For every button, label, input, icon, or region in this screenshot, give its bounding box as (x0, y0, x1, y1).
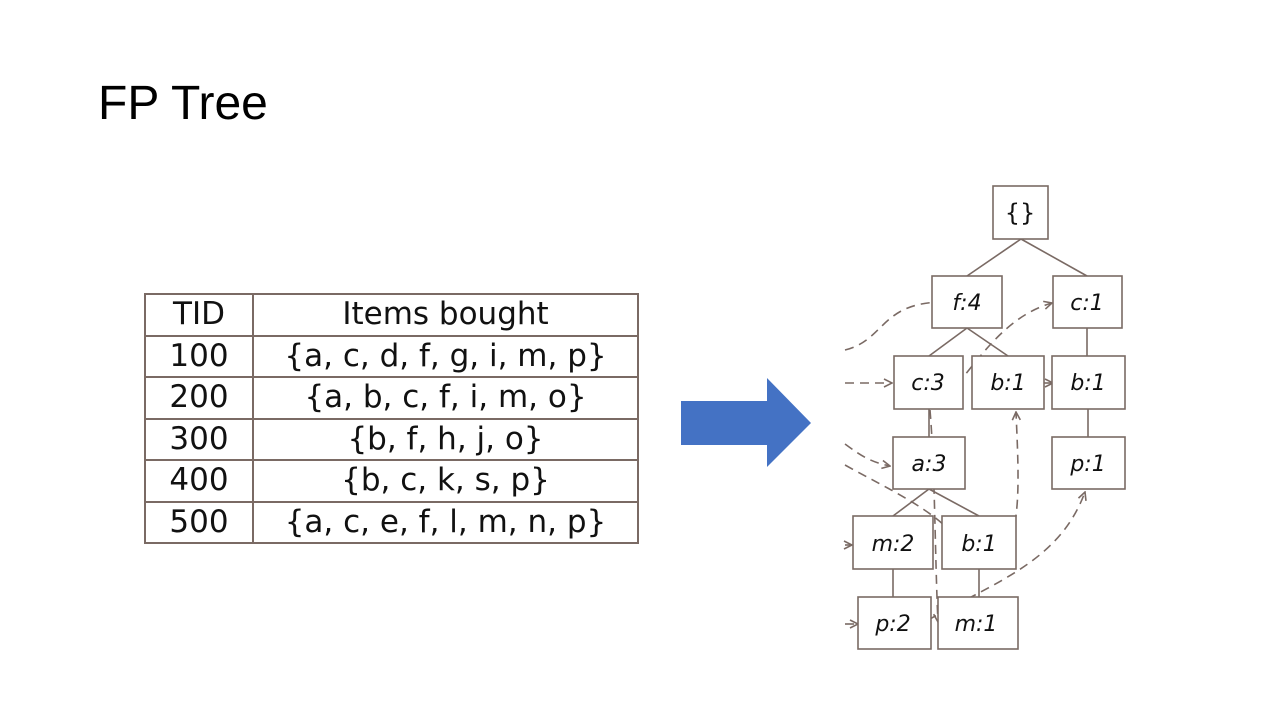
transform-arrow-icon (681, 378, 811, 467)
node-label-m1: m:1 (955, 612, 998, 637)
node-label-root: {} (1005, 199, 1036, 227)
tid-cell: 500 (144, 500, 254, 544)
node-a3 (892, 436, 966, 490)
items-cell: {b, f, h, j, o} (252, 417, 639, 461)
edge-f4-c3 (928, 327, 968, 357)
tree-edges (892, 238, 1089, 597)
items-cell: {a, c, d, f, g, i, m, p} (252, 334, 639, 378)
table-row: 500 {a, c, e, f, l, m, n, p} (144, 500, 639, 544)
node-m1 (937, 596, 1019, 650)
link-m2-to-m1 (929, 409, 938, 622)
node-label-b1-f: b:1 (990, 371, 1025, 396)
slide-title: FP Tree (98, 77, 268, 130)
edge-a3-b1 (928, 488, 980, 517)
edge-a3-m2 (892, 488, 930, 517)
node-label-c1: c:1 (1070, 291, 1104, 316)
node-label-c3: c:3 (911, 371, 945, 396)
node-label-p1-c: p:1 (1069, 452, 1105, 477)
table-header-row: TID Items bought (144, 293, 639, 337)
node-m2 (852, 515, 934, 570)
column-header-items: Items bought (252, 293, 639, 337)
tree-nodes (852, 185, 1126, 650)
node-c1 (1052, 275, 1123, 329)
node-root (992, 185, 1049, 240)
edge-root-f4 (966, 238, 1022, 277)
node-label-p2: p:2 (874, 612, 910, 637)
items-cell: {a, b, c, f, i, m, o} (252, 376, 639, 420)
link-to-a3 (844, 443, 890, 466)
edge-f4-b1 (966, 327, 1009, 357)
edge-root-c1 (1020, 238, 1088, 277)
node-links (845, 302, 1085, 624)
node-f4 (931, 275, 1003, 329)
node-b1-f (971, 355, 1045, 410)
tid-cell: 300 (144, 417, 254, 461)
link-b1-to-b1-upper (1010, 412, 1018, 539)
node-label-f4: f:4 (952, 291, 981, 316)
table-row: 100 {a, c, d, f, g, i, m, p} (144, 334, 639, 378)
column-header-tid: TID (144, 293, 254, 337)
node-label-b1-c: b:1 (1070, 371, 1105, 396)
node-p2 (857, 596, 932, 650)
table-row: 400 {b, c, k, s, p} (144, 459, 639, 503)
items-cell: {b, c, k, s, p} (252, 459, 639, 503)
node-b1-c (1051, 355, 1126, 410)
link-to-f4 (844, 302, 940, 351)
node-c3 (893, 355, 964, 410)
tid-cell: 100 (144, 334, 254, 378)
node-p1-c (1051, 436, 1126, 490)
node-label-m2: m:2 (872, 532, 915, 557)
table-row: 300 {b, f, h, j, o} (144, 417, 639, 461)
transactions-table: TID Items bought 100 {a, c, d, f, g, i, … (144, 293, 639, 544)
items-cell: {a, c, e, f, l, m, n, p} (252, 500, 639, 544)
node-b1-a (941, 515, 1017, 570)
link-c3-to-c1 (956, 303, 1052, 386)
link-p2-to-p1 (927, 492, 1085, 621)
tid-cell: 200 (144, 376, 254, 420)
node-label-b1-a: b:1 (961, 532, 996, 557)
tid-cell: 400 (144, 459, 254, 503)
table-row: 200 {a, b, c, f, i, m, o} (144, 376, 639, 420)
node-label-a3: a:3 (912, 452, 947, 477)
